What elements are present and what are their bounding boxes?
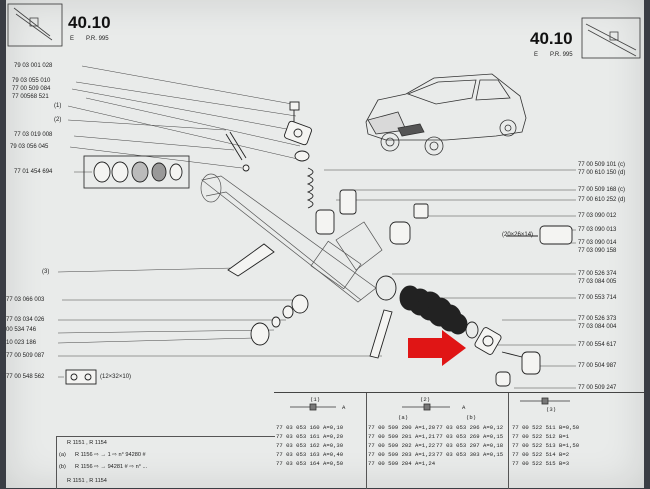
- part-label: 77 00 548 562: [6, 374, 45, 380]
- part-label: 77 00 610 252 (d): [578, 197, 626, 203]
- table-header-3: (3): [546, 406, 557, 413]
- table-cell: 77 03 053 296 A=0,12: [436, 424, 504, 431]
- part-label: 77 00 553 714: [578, 295, 617, 301]
- part-label: 77 03 084 004: [578, 324, 617, 330]
- legend-row: R 1156 ⇨ → 1 ⇨ n° 94280 #: [75, 452, 146, 458]
- dim-letter-a: A: [342, 404, 346, 411]
- table-cell: 77 00 509 201 A=1,21: [368, 433, 436, 440]
- clip-dimension: (12×32×10): [100, 374, 132, 380]
- legend-letter: (b): [59, 464, 66, 470]
- table-cell: 77 03 053 303 A=0,15: [436, 451, 504, 458]
- table-cell: 77 00 509 203 A=1,23: [368, 451, 436, 458]
- part-label: 77 00 509 168 (c): [578, 187, 626, 193]
- part-label: 79 03 001 028: [14, 63, 53, 69]
- part-label: 77 01 454 694: [14, 169, 53, 175]
- table-cell: 77 00 522 511 B=0,50: [512, 424, 580, 431]
- part-label: 10 023 186: [6, 340, 37, 346]
- table-cell: 77 00 522 515 B=3: [512, 460, 570, 467]
- car-illustration: [365, 73, 527, 156]
- part-label: 77 03 034 026: [6, 317, 45, 323]
- shim-table: (1) (2) (3) A A (a) (b) 77 03 053 160 A=…: [274, 392, 644, 489]
- catalog-page: 40.10 E P.R. 995 40.10 E P.R. 995 79 03 …: [6, 0, 644, 489]
- table-sub-a: (a): [398, 414, 409, 421]
- parts: [65, 101, 573, 387]
- legend-row: R 1156 ⇨ → 94281 # ⇨ n° ...: [75, 464, 148, 470]
- part-label: 77 03 090 013: [578, 227, 617, 233]
- steering-rack-icon: [13, 7, 53, 41]
- page-number-right: 40.10: [530, 29, 573, 48]
- shaft-dimension: (20×26×14): [502, 232, 534, 238]
- part-label: 00 534 746: [6, 327, 37, 333]
- table-cell: 77 03 053 162 A=0,30: [276, 442, 344, 449]
- exploded-drawing: [7, 3, 641, 389]
- table-cell: 77 00 522 512 B=1: [512, 433, 570, 440]
- part-label: 77 00 509 101 (c): [578, 162, 626, 168]
- part-label: 77 00568 521: [12, 94, 49, 100]
- legend-letter: (a): [59, 452, 66, 458]
- table-header-1: (1): [310, 396, 321, 403]
- header-box-left: [7, 3, 63, 47]
- part-label: (2): [54, 117, 62, 123]
- page-code-right: E: [534, 52, 539, 58]
- header-box-right: [581, 17, 641, 59]
- legend-row: R 1151 , R 1154: [67, 478, 107, 484]
- page-code-left: E: [70, 36, 75, 42]
- table-sub-b: (b): [466, 414, 477, 421]
- table-cell: 77 03 053 269 A=0,15: [436, 433, 504, 440]
- part-label: 79 03 055 010: [12, 78, 51, 84]
- legend-row: R 1151 , R 1154: [67, 440, 107, 446]
- dim-letter-a: A: [462, 404, 466, 411]
- table-cell: 77 00 509 202 A=1,22: [368, 442, 436, 449]
- steering-rack-icon: [585, 23, 637, 57]
- part-label: 77 00 526 374: [578, 271, 617, 277]
- part-label: (3): [42, 269, 50, 275]
- table-header-2: (2): [420, 396, 431, 403]
- part-label: 77 00 509 084: [12, 86, 51, 92]
- table-cell: 77 03 053 161 A=0,20: [276, 433, 344, 440]
- table-cell: 77 03 053 160 A=0,10: [276, 424, 344, 431]
- page-ref-left: P.R. 995: [86, 36, 109, 42]
- part-label: 77 03 019 008: [14, 132, 53, 138]
- part-label: 77 00 554 617: [578, 342, 617, 348]
- part-label: 77 00 509 247: [578, 385, 617, 391]
- part-label: 77 00 610 150 (d): [578, 170, 626, 176]
- part-label: 77 03 090 014: [578, 240, 617, 246]
- shim-icons: [290, 397, 570, 411]
- part-label: (1): [54, 103, 62, 109]
- page-number-left: 40.10: [68, 13, 111, 32]
- part-label: 79 03 056 045: [10, 144, 49, 150]
- table-cell: 77 03 053 297 A=0,18: [436, 442, 504, 449]
- table-cell: 77 00 522 513 B=1,50: [512, 442, 580, 449]
- table-cell: 77 03 053 164 A=0,50: [276, 460, 344, 467]
- part-label: 77 00 509 087: [6, 353, 45, 359]
- part-label: 77 03 090 012: [578, 213, 617, 219]
- part-label: 77 03 066 003: [6, 297, 45, 303]
- table-cell: 77 00 522 514 B=2: [512, 451, 570, 458]
- model-legend: R 1151 , R 1154 (a) R 1156 ⇨ → 1 ⇨ n° 94…: [56, 436, 275, 489]
- part-label: 77 00 526 373: [578, 316, 617, 322]
- table-cell: 77 03 053 163 A=0,40: [276, 451, 344, 458]
- table-cell: 77 00 509 204 A=1,24: [368, 460, 436, 467]
- part-label: 77 00 504 987: [578, 363, 617, 369]
- table-cell: 77 00 509 200 A=1,20: [368, 424, 436, 431]
- part-label: 77 03 090 158: [578, 248, 617, 254]
- page-ref-right: P.R. 995: [550, 52, 573, 58]
- red-arrow-icon: [408, 330, 466, 366]
- part-label: 77 03 084 005: [578, 279, 617, 285]
